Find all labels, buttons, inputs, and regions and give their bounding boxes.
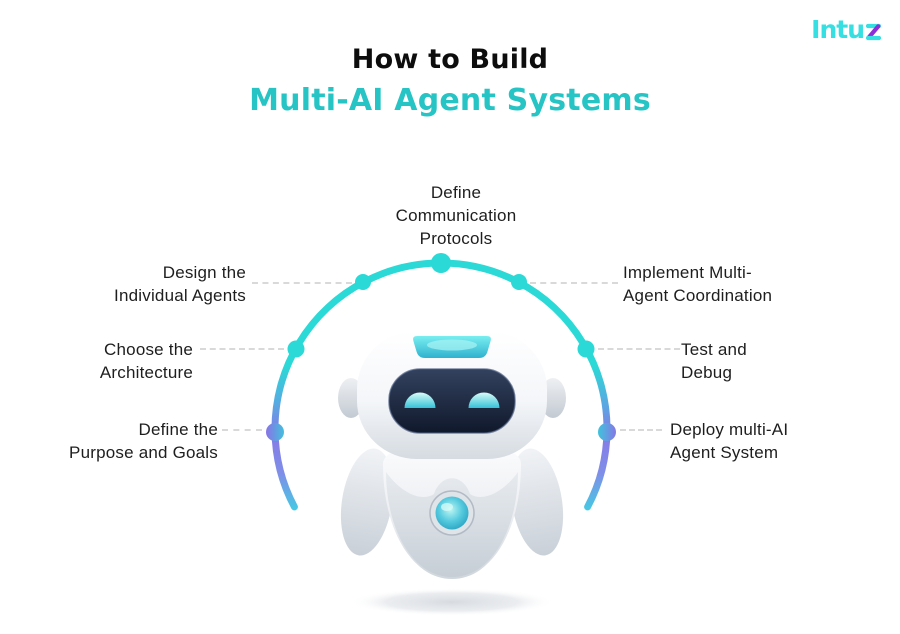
step-label-line: Architecture	[99, 363, 193, 382]
arc-node-implement-coordination	[511, 274, 527, 290]
robot-button-highlight	[441, 503, 453, 511]
step-label-line: Debug	[681, 363, 733, 382]
step-label-choose-architecture: Choose the Architecture	[0, 338, 193, 384]
step-label-implement-multi-agent-coordination: Implement Multi- Agent Coordination	[623, 261, 772, 307]
robot-arm-right	[510, 448, 564, 556]
robot-visor-shine	[427, 339, 477, 351]
robot-eye-right	[468, 392, 500, 408]
step-label-line: Purpose and Goals	[69, 443, 218, 462]
step-label-define-communication-protocols: Define Communication Protocols	[346, 181, 566, 250]
step-label-line: Test and	[681, 340, 747, 359]
logo-text: Intu	[811, 15, 865, 44]
step-label-line: Protocols	[419, 229, 493, 248]
step-label-line: Communication	[395, 206, 517, 225]
connector-design-individual-agents	[252, 282, 352, 284]
step-label-line: Design the	[162, 263, 246, 282]
connector-deploy-system	[620, 429, 662, 431]
robot-eye-left	[404, 392, 436, 408]
robot-arm-left	[340, 448, 394, 556]
arc-node-choose-architecture	[287, 340, 305, 358]
step-label-define-purpose-and-goals: Define the Purpose and Goals	[0, 418, 218, 464]
step-label-design-individual-agents: Design the Individual Agents	[0, 261, 246, 307]
connector-implement-coordination	[530, 282, 618, 284]
arc-node-deploy-system	[598, 423, 616, 441]
step-label-line: Define the	[138, 420, 218, 439]
page-title: How to Build Multi-AI Agent Systems	[0, 44, 900, 118]
title-line-2: Multi-AI Agent Systems	[249, 83, 651, 118]
step-label-line: Choose the	[104, 340, 193, 359]
robot-face-screen	[388, 368, 516, 434]
step-label-deploy-multi-ai-agent-system: Deploy multi-AI Agent System	[670, 418, 788, 464]
arc-node-define-purpose-goals	[266, 423, 284, 441]
connector-define-purpose-goals	[222, 429, 262, 431]
robot-shadow	[350, 588, 554, 616]
logo-z-glyph	[865, 23, 882, 41]
robot-illustration	[338, 331, 566, 616]
arc-node-define-communication-protocols	[431, 253, 451, 273]
step-label-line: Deploy multi-AI	[670, 420, 789, 439]
step-label-line: Individual Agents	[114, 286, 246, 305]
step-label-line: Agent System	[670, 443, 779, 462]
step-label-line: Implement Multi-	[623, 263, 752, 282]
step-label-line: Agent Coordination	[623, 286, 773, 305]
connector-test-and-debug	[598, 348, 680, 350]
title-line-1: How to Build	[351, 44, 549, 75]
step-label-test-and-debug: Test and Debug	[681, 338, 747, 384]
robot-button	[435, 496, 469, 530]
arc-node-design-individual-agents	[355, 274, 371, 290]
connector-choose-architecture	[200, 348, 284, 350]
arc-node-test-and-debug	[577, 340, 595, 358]
step-label-line: Define	[430, 183, 482, 202]
intuz-logo: Intu	[811, 17, 882, 42]
